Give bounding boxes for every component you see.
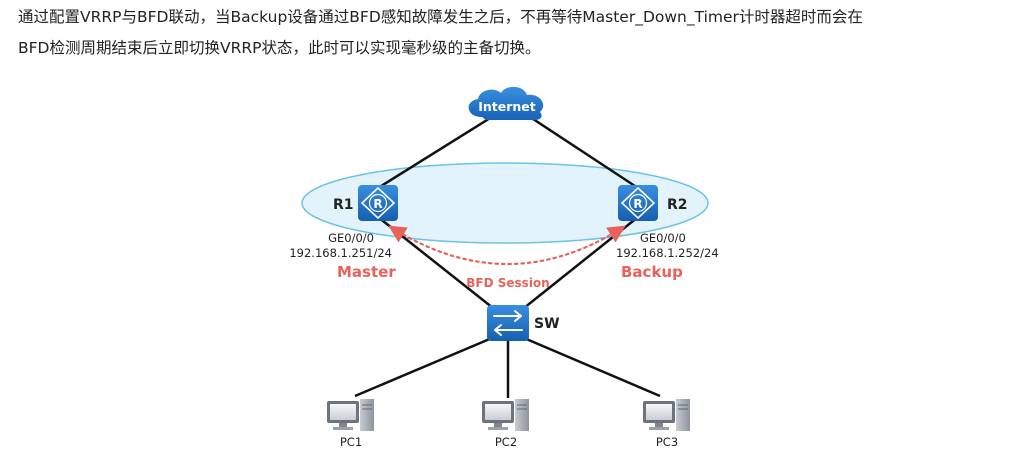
r2-ip-label: 192.168.1.252/24 bbox=[616, 246, 719, 260]
r1-interface-label: GE0/0/0 bbox=[328, 231, 374, 245]
r1-role-label: Master bbox=[337, 263, 396, 281]
svg-text:R: R bbox=[373, 197, 382, 211]
pc1-icon bbox=[327, 399, 374, 431]
pc1-label: PC1 bbox=[340, 435, 362, 449]
bfd-session-arc bbox=[388, 225, 626, 265]
r1-name-label: R1 bbox=[333, 197, 354, 213]
router-r1-icon: R bbox=[358, 185, 398, 221]
link-sw-pc3 bbox=[523, 336, 661, 398]
link-internet-r2 bbox=[526, 113, 639, 190]
internet-label: Internet bbox=[478, 99, 536, 114]
pc2-label: PC2 bbox=[495, 435, 517, 449]
switch-name-label: SW bbox=[534, 316, 560, 332]
r1-ip-label: 192.168.1.251/24 bbox=[289, 246, 392, 260]
pc3-label: PC3 bbox=[656, 435, 678, 449]
description-line-1: 通过配置VRRP与BFD联动，当Backup设备通过BFD感知故障发生之后，不再… bbox=[18, 8, 863, 26]
internet-cloud-icon: Internet bbox=[468, 86, 544, 121]
r2-name-label: R2 bbox=[667, 197, 688, 213]
link-internet-r1 bbox=[377, 113, 496, 190]
links bbox=[354, 113, 661, 398]
switch-icon bbox=[487, 305, 529, 341]
bfd-session-label: BFD Session bbox=[466, 276, 549, 290]
svg-text:R: R bbox=[633, 197, 642, 211]
pc3-icon bbox=[643, 399, 690, 431]
r2-role-label: Backup bbox=[621, 263, 683, 281]
link-sw-pc1 bbox=[354, 336, 493, 398]
description-paragraph: 通过配置VRRP与BFD联动，当Backup设备通过BFD感知故障发生之后，不再… bbox=[18, 2, 1003, 64]
r2-interface-label: GE0/0/0 bbox=[640, 231, 686, 245]
vrrp-group-ellipse bbox=[301, 162, 709, 244]
router-r2-icon: R bbox=[618, 185, 658, 221]
description-line-2: BFD检测周期结束后立即切换VRRP状态，此时可以实现毫秒级的主备切换。 bbox=[18, 39, 541, 57]
pc2-icon bbox=[482, 399, 529, 431]
